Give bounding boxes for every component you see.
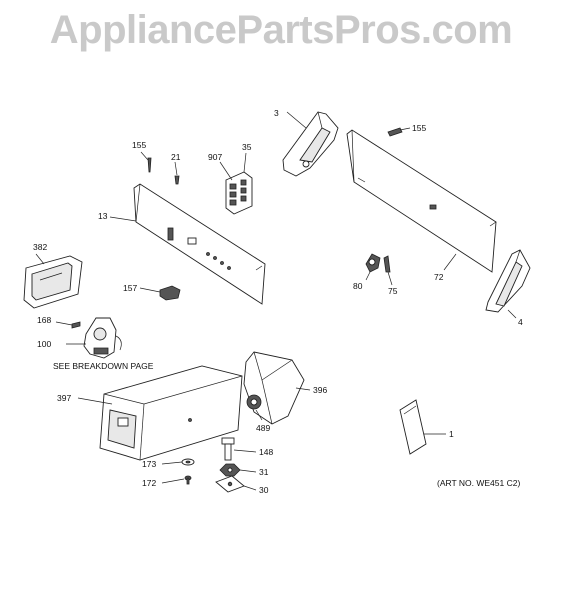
label-3: 3 — [274, 108, 279, 118]
label-489: 489 — [256, 423, 270, 433]
part-155-screw-right[interactable] — [387, 127, 403, 137]
part-382-frame[interactable] — [23, 255, 83, 309]
leader-3 — [286, 111, 307, 129]
label-31: 31 — [259, 467, 269, 477]
part-100-assembly[interactable] — [83, 317, 122, 359]
label-907: 907 — [208, 152, 222, 162]
label-397: 397 — [57, 393, 71, 403]
label-396: 396 — [313, 385, 327, 395]
label-155a: 155 — [132, 140, 146, 150]
part-397-duct[interactable] — [99, 365, 243, 461]
part-75-screw[interactable] — [383, 255, 391, 273]
part-1-manual[interactable] — [399, 399, 427, 455]
part-4-bracket[interactable] — [485, 249, 531, 313]
watermark: AppliancePartsPros.com — [49, 8, 513, 52]
label-30: 30 — [259, 485, 269, 495]
label-4: 4 — [518, 317, 523, 327]
label-168: 168 — [37, 315, 51, 325]
label-72: 72 — [434, 272, 444, 282]
part-3-bracket[interactable] — [282, 111, 339, 177]
label-21: 21 — [171, 152, 181, 162]
breakdown-note: SEE BREAKDOWN PAGE — [53, 361, 154, 371]
label-75: 75 — [388, 286, 398, 296]
part-489-gear[interactable] — [246, 394, 262, 410]
part-168-screw[interactable] — [71, 321, 81, 329]
part-72-panel[interactable] — [346, 129, 497, 273]
label-1: 1 — [449, 429, 454, 439]
part-80-knob[interactable] — [365, 253, 381, 273]
leader-35 — [243, 152, 247, 173]
label-80: 80 — [353, 281, 363, 291]
label-157: 157 — [123, 283, 137, 293]
label-172: 172 — [142, 478, 156, 488]
label-100: 100 — [37, 339, 51, 349]
leader-907 — [219, 161, 233, 181]
label-173: 173 — [142, 459, 156, 469]
label-148: 148 — [259, 447, 273, 457]
part-173-washer[interactable] — [181, 458, 195, 466]
label-13: 13 — [98, 211, 108, 221]
part-13-control-panel[interactable] — [133, 183, 266, 305]
part-157-clip[interactable] — [159, 285, 181, 301]
part-35-switch-block[interactable] — [225, 171, 253, 215]
label-155b: 155 — [412, 123, 426, 133]
part-155-screw-left[interactable] — [147, 157, 152, 173]
label-35: 35 — [242, 142, 252, 152]
part-31-nut[interactable] — [219, 463, 241, 477]
part-172-screw[interactable] — [184, 475, 192, 485]
part-396-cover[interactable] — [243, 351, 305, 425]
part-30-plate[interactable] — [215, 475, 245, 493]
part-148-bolt[interactable] — [221, 437, 235, 461]
art-number: (ART NO. WE451 C2) — [437, 478, 520, 488]
label-382: 382 — [33, 242, 47, 252]
part-21-screw[interactable] — [174, 175, 180, 185]
